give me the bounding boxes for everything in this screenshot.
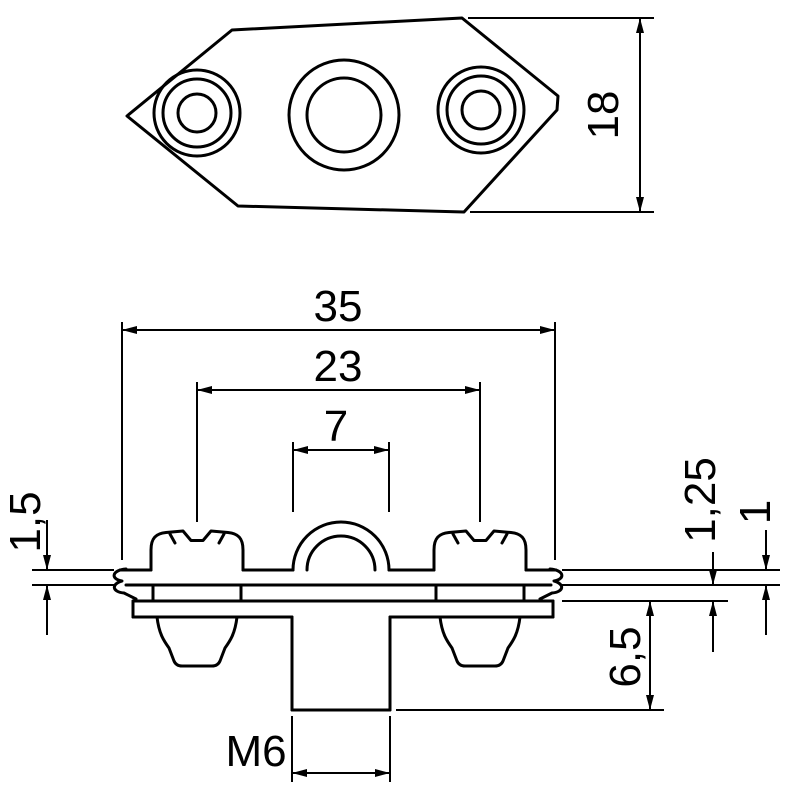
dim-arrow [636,18,644,33]
dim-plate-height-label: 18 [579,91,628,140]
dim-arrow [465,386,480,394]
left-hole-inner [176,92,218,134]
dim-arrow [197,386,212,394]
left-screw-recess-mark [168,532,177,545]
dim-arrow [636,197,644,212]
left-hole-outer [152,68,242,158]
dim-arrow [122,326,137,334]
dim-overall-width-label: 35 [314,282,363,331]
plate-outline [125,16,560,214]
dim-stud-length: 6,5 [396,601,664,711]
saddle-dome-outer [291,520,391,572]
center-hole-inner [305,76,383,154]
dim-arrow [709,601,717,616]
dim-strap-thickness-label: 1 [731,500,780,524]
dim-plate-height: 18 [468,17,654,213]
saddle-dome-inner [305,534,377,572]
left-hole-mid [161,77,233,149]
right-hole-outer [436,65,526,155]
dim-thread: M6 [225,716,391,782]
dim-arrow [293,446,308,454]
dim-arrow [762,555,770,570]
dim-arrow [375,769,390,777]
dim-arrow [540,326,555,334]
front-view [112,520,564,712]
right-hole-mid [445,74,517,146]
dim-fixing-distance: 23 [196,342,481,522]
top-view [125,16,560,214]
center-hole-outer [287,58,401,172]
dim-strap-thickness: 1 [562,500,780,635]
dim-stud-length-label: 6,5 [601,626,650,687]
dim-arrow [43,585,51,600]
strap-right-end [538,567,564,601]
dim-saddle-width-label: 7 [324,402,348,451]
dim-arrow [709,570,717,585]
dim-arrow [646,601,654,616]
right-hole-inner [460,89,502,131]
dim-thread-label: M6 [225,727,286,776]
dim-overall-width: 35 [121,282,556,560]
left-screw-recess-mark [217,532,226,545]
right-nut [438,615,522,668]
dim-clip-thickness-label: 1,5 [1,491,50,552]
dim-clip-thickness: 1,5 [1,491,114,635]
left-nut [155,615,239,668]
right-screw-head [432,529,528,572]
right-screw-recess-mark [451,532,460,545]
dim-plate-thickness-label: 1,25 [676,457,725,543]
right-screw-recess-mark [500,532,509,545]
dim-arrow [646,695,654,710]
dim-arrow [374,446,389,454]
dim-saddle-width: 7 [292,402,390,512]
dim-arrow [292,769,307,777]
dim-arrow [43,555,51,570]
left-screw-head [149,529,245,572]
strap-left-end [112,567,138,601]
dim-fixing-distance-label: 23 [314,342,363,391]
dim-plate-thickness: 1,25 [562,457,728,652]
dim-arrow [762,585,770,600]
